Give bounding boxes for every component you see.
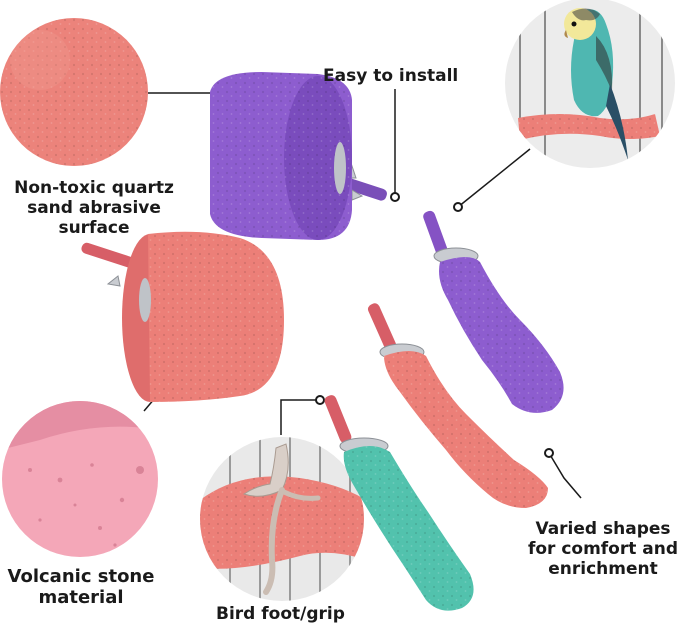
quartz-texture-closeup bbox=[0, 18, 148, 166]
teal-wavy-perch bbox=[324, 395, 474, 611]
quartz-label-line-2: sand abrasive bbox=[27, 198, 161, 219]
varied-label-line-1: Varied shapes bbox=[535, 519, 671, 539]
easy-install-text: Easy to install bbox=[323, 66, 459, 86]
quartz-surface-label: Non-toxic quartz sand abrasive surface bbox=[8, 178, 180, 238]
varied-label-line-2: for comfort and bbox=[527, 539, 679, 560]
budgie-photo bbox=[505, 0, 675, 168]
purple-cylinder-perch bbox=[210, 72, 387, 240]
varied-shapes-label: Varied shapes for comfort and enrichment bbox=[527, 519, 679, 579]
salmon-wavy-perch bbox=[367, 303, 548, 508]
quartz-label-line-3: surface bbox=[58, 218, 130, 239]
bird-grip-label: Bird foot/grip bbox=[216, 604, 345, 624]
easy-install-label: Easy to install bbox=[323, 66, 458, 86]
purple-wavy-perch bbox=[423, 210, 564, 413]
volcanic-stone-label: Volcanic stone material bbox=[2, 566, 160, 608]
bird-foot-photo bbox=[200, 437, 364, 601]
volcanic-stone-closeup bbox=[2, 401, 158, 557]
salmon-cylinder-perch bbox=[81, 231, 284, 402]
bird-grip-text: Bird foot/grip bbox=[216, 604, 345, 624]
quartz-label-line-1: Non-toxic quartz bbox=[14, 178, 174, 198]
volcanic-label-line-2: material bbox=[38, 587, 124, 609]
volcanic-label-line-1: Volcanic stone bbox=[7, 566, 155, 587]
varied-label-line-3: enrichment bbox=[548, 559, 658, 580]
